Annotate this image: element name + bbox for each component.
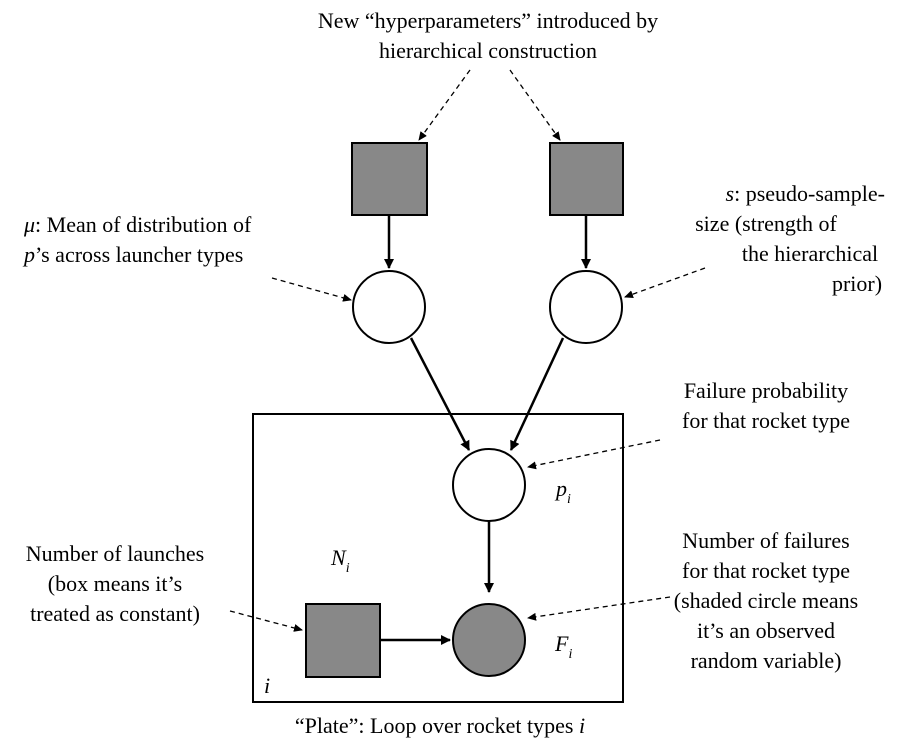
plate <box>252 413 624 703</box>
plate-index-label: i <box>264 673 270 698</box>
s-annotation-line1: s: pseudo-sample- <box>726 181 885 206</box>
failure-probability-pointer <box>527 439 661 470</box>
hyperparams-pointer-right <box>509 69 561 141</box>
launches-annotation-line2: (box means it’s <box>48 571 182 596</box>
p-node <box>452 448 526 522</box>
failures-annotation-line4: it’s an observed <box>697 618 835 643</box>
mu-pointer <box>271 277 352 302</box>
launches-annotation-line1: Number of launches <box>26 541 204 566</box>
failures-annotation-line1: Number of failures <box>682 528 849 553</box>
hyperparameters-annotation-line2: hierarchical construction <box>379 38 597 63</box>
hyperparams-pointer-left <box>418 69 471 141</box>
hyperparameters-annotation-line1: New “hyperparameters” introduced by <box>318 8 658 33</box>
hyperparameter-box-right <box>549 142 624 216</box>
s-pointer <box>624 267 706 299</box>
failures-annotation-line5: random variable) <box>691 648 842 673</box>
p-node-label: pi <box>554 476 571 507</box>
f-node <box>452 603 526 677</box>
launches-annotation-line3: treated as constant) <box>30 601 200 626</box>
failures-pointer <box>527 596 671 621</box>
failures-annotation-line2: for that rocket type <box>682 558 850 583</box>
n-node <box>305 603 381 678</box>
hyperparameter-box-left <box>351 142 428 216</box>
edge-s-to-p <box>509 337 565 451</box>
f-node-label: Fi <box>554 631 572 662</box>
n-node-label: Ni <box>330 545 350 576</box>
plate-caption: “Plate”: Loop over rocket types i <box>295 713 585 738</box>
launches-pointer <box>229 610 303 632</box>
s-annotation-line3: the hierarchical <box>742 241 878 266</box>
s-annotation-line2: size (strength of <box>695 211 837 236</box>
failures-annotation-line3: (shaded circle means <box>674 588 858 613</box>
mu-annotation-line2: p’s across launcher types <box>22 242 243 267</box>
s-annotation-line4: prior) <box>832 271 882 296</box>
mu-node <box>352 270 426 344</box>
failure-probability-annotation-line1: Failure probability <box>684 378 848 403</box>
failure-probability-annotation-line2: for that rocket type <box>682 408 850 433</box>
s-node <box>549 270 623 344</box>
edge-mu-to-p <box>409 337 471 451</box>
mu-annotation-line1: μ: Mean of distribution of <box>23 212 252 237</box>
